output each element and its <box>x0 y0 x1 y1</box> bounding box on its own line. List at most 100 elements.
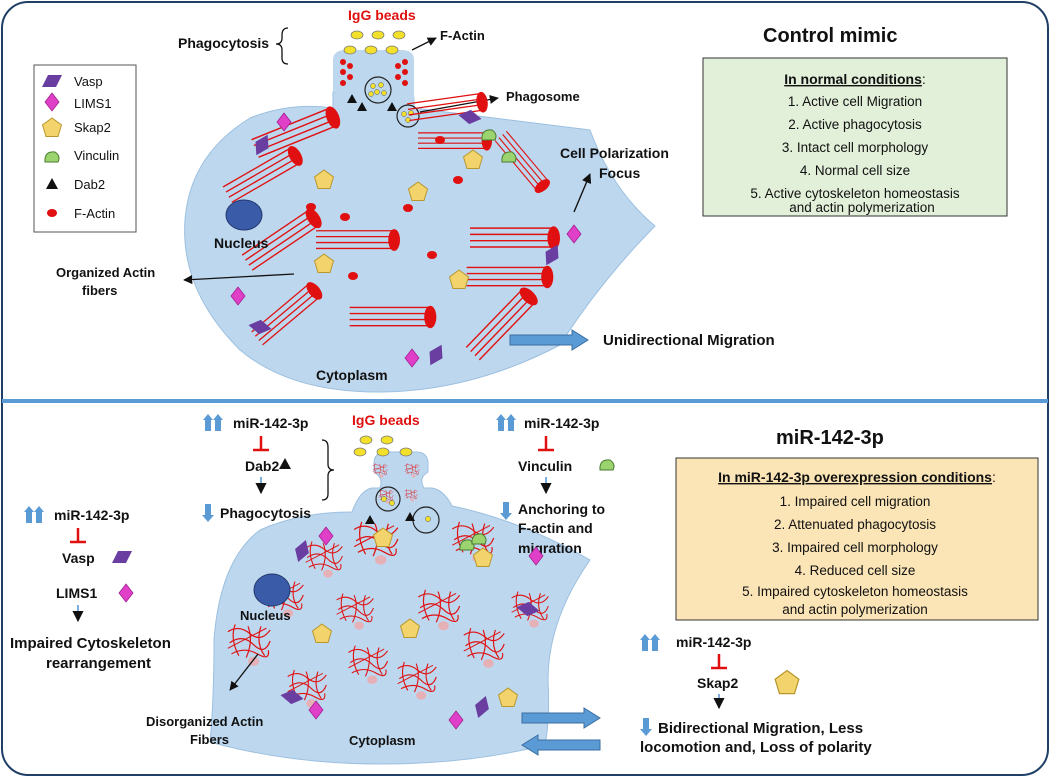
mir-label-vasp: miR-142-3p <box>54 507 129 523</box>
legend-label-vasp: Vasp <box>74 74 103 89</box>
bidir-arrow-left <box>521 734 601 756</box>
dab2-icon-mir <box>279 458 291 469</box>
igg-beads <box>343 30 406 55</box>
normal-item-5: 5. Active cytoskeleton homeostasis <box>750 186 960 201</box>
normal-conditions-box <box>702 57 1008 217</box>
anchoring-label-2: F-actin and <box>518 520 593 536</box>
down-arrow-bidir <box>640 718 652 736</box>
inhibit-skap2 <box>711 654 727 670</box>
normal-item-5b: and actin polymerization <box>789 200 935 215</box>
skap2-label-mir: Skap2 <box>697 675 738 691</box>
vinculin-label-mir: Vinculin <box>518 458 572 474</box>
lims1-label-mir: LIMS1 <box>56 585 97 601</box>
vasp-icon-mir <box>112 551 132 563</box>
cytoplasm-label-mir: Cytoplasm <box>349 733 415 748</box>
igg-beads-label: IgG beads <box>348 7 416 23</box>
over-item-5: 5. Impaired cytoskeleton homeostasis <box>742 584 968 599</box>
dab2-icon <box>46 178 58 189</box>
mir-label-dab2: miR-142-3p <box>233 415 308 431</box>
phagocytosis-label: Phagocytosis <box>178 35 269 51</box>
polarization-arrow <box>573 173 592 213</box>
dab2-label: Dab2 <box>245 458 279 474</box>
nucleus-label-mir: Nucleus <box>240 608 291 623</box>
organized-actin-arrow <box>183 273 295 285</box>
unidirectional-label: Unidirectional Migration <box>603 332 775 349</box>
up-arrows-dab2 <box>203 414 223 431</box>
f-actin-dots <box>306 136 463 280</box>
phagosome-mir <box>375 486 401 512</box>
phagocytic-cup <box>333 50 414 100</box>
legend: Vasp LIMS1 Skap2 Vinculin Dab2 F-Actin <box>33 64 137 233</box>
up-arrows-skap2 <box>640 634 660 651</box>
normal-item-3: 3. Intact cell morphology <box>782 140 929 155</box>
over-box-colon: : <box>992 469 996 485</box>
down-arrow-phago <box>202 504 214 522</box>
organized-actin-label-2: fibers <box>82 283 117 298</box>
phagocytosis-bracket <box>275 27 289 65</box>
inhibit-vasp <box>70 528 86 544</box>
f-actin-icon <box>47 209 57 217</box>
vasp-label-mir: Vasp <box>62 550 95 566</box>
down-arrow-anchoring <box>500 502 512 520</box>
impaired-label-1: Impaired Cytoskeleton <box>10 635 171 652</box>
bottom-panel: IgG beads miR-142-3p In miR-142-3p overe… <box>10 412 1039 765</box>
bidir-arrow-right <box>521 707 601 729</box>
over-item-4: 4. Reduced cell size <box>795 563 916 578</box>
up-arrows-vasp <box>24 506 44 523</box>
vinculin-icon <box>44 151 60 163</box>
polarization-label-1: Cell Polarization <box>560 145 669 161</box>
igg-beads-mir <box>353 435 413 457</box>
normal-box-title: In normal conditions <box>784 71 922 87</box>
organized-actin-label-1: Organized Actin <box>56 265 155 280</box>
cell-body <box>184 91 656 393</box>
normal-item-4: 4. Normal cell size <box>800 163 910 178</box>
up-arrows-vinculin <box>496 414 516 431</box>
f-actin-arrow <box>411 37 437 51</box>
nucleus-mir <box>253 573 291 607</box>
legend-label-vinculin: Vinculin <box>74 148 119 163</box>
inhibit-vinculin <box>538 436 554 452</box>
top-panel: Vasp LIMS1 Skap2 Vinculin Dab2 F-Actin I… <box>33 7 1008 393</box>
disorganized-arrow <box>229 653 259 691</box>
igg-beads-label-mir: IgG beads <box>352 412 420 428</box>
over-box-heading: In miR-142-3p overexpression conditions: <box>718 469 996 485</box>
phagosome-2 <box>396 104 420 128</box>
anchoring-label-3: migration <box>518 540 582 556</box>
over-item-5b: and actin polymerization <box>782 602 928 617</box>
bidir-label-1: Bidirectional Migration, Less <box>658 720 863 737</box>
legend-label-dab2: Dab2 <box>74 177 105 192</box>
legend-box <box>33 64 137 233</box>
disorganized-label-2: Fibers <box>190 732 229 747</box>
phagocytosis-mir-label: Phagocytosis <box>220 505 311 521</box>
over-item-1: 1. Impaired cell migration <box>780 494 931 509</box>
unidirectional-arrow <box>509 329 589 351</box>
over-box-title: In miR-142-3p overexpression conditions <box>718 469 992 485</box>
impaired-label-2: rearrangement <box>46 655 151 672</box>
overexpression-box <box>675 457 1039 621</box>
dab2-bracket <box>321 439 335 501</box>
disorganized-label-1: Disorganized Actin <box>146 714 263 729</box>
legend-label-factin: F-Actin <box>74 206 115 221</box>
bottom-title: miR-142-3p <box>776 427 884 449</box>
skap2-icon-mir <box>774 669 800 695</box>
bidir-label-2: locomotion and, Loss of polarity <box>640 739 872 756</box>
over-item-2: 2. Attenuated phagocytosis <box>774 517 936 532</box>
mir-label-vinculin: miR-142-3p <box>524 415 599 431</box>
normal-box-colon: : <box>922 71 926 87</box>
phagosome-label: Phagosome <box>506 89 580 104</box>
polarization-label-2: Focus <box>599 165 640 181</box>
normal-box-heading: In normal conditions: <box>784 71 926 87</box>
phagosome <box>364 76 392 104</box>
cytoplasm-label: Cytoplasm <box>316 367 388 383</box>
vinculin-icon-mir <box>599 459 615 471</box>
legend-label-lims1: LIMS1 <box>74 96 112 111</box>
inhibit-dab2 <box>253 436 269 452</box>
nucleus-label: Nucleus <box>214 235 269 251</box>
normal-item-1: 1. Active cell Migration <box>788 94 922 109</box>
mir-label-skap2: miR-142-3p <box>676 634 751 650</box>
over-item-3: 3. Impaired cell morphology <box>772 540 938 555</box>
cup-actin <box>340 59 408 86</box>
